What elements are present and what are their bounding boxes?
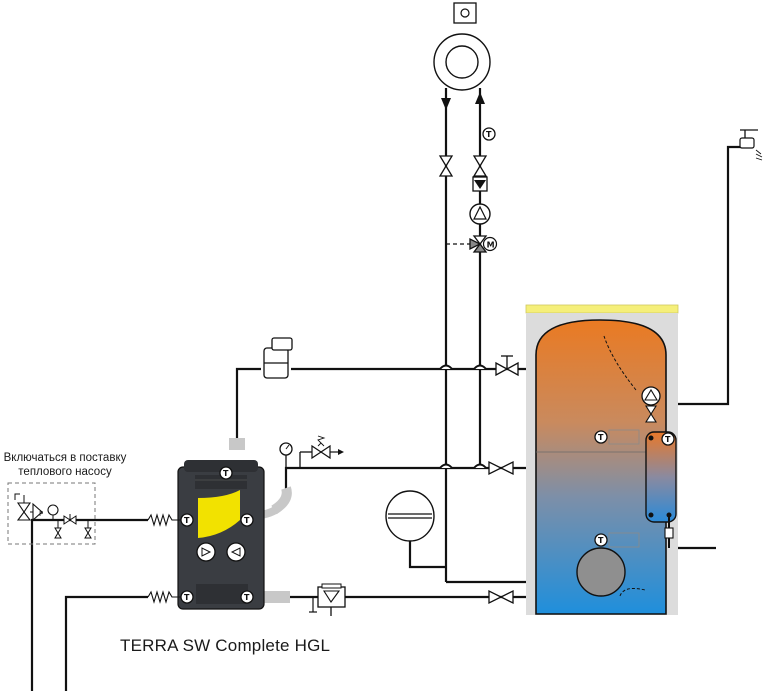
temperature-sensor-icon: T — [180, 590, 194, 604]
valve-icon[interactable] — [438, 155, 454, 177]
temperature-sensor-icon: T — [594, 430, 608, 444]
svg-text:T: T — [223, 469, 229, 478]
pressure-switch-icon: P — [32, 502, 43, 522]
svg-text:T: T — [184, 516, 190, 525]
filter-icon — [317, 583, 346, 616]
svg-text:T: T — [598, 536, 604, 545]
dhw-heat-exchanger — [645, 431, 677, 548]
svg-text:T: T — [184, 593, 190, 602]
flow-arrow-up-icon — [475, 92, 485, 104]
temperature-sensor-icon: T — [482, 127, 496, 141]
temperature-sensor-icon: T — [180, 513, 194, 527]
temperature-sensor-icon: T — [594, 533, 608, 547]
svg-text:T: T — [244, 593, 250, 602]
temperature-sensor-icon: T — [240, 590, 254, 604]
expansion-vessel-icon — [385, 490, 435, 542]
svg-text:P: P — [39, 510, 43, 518]
pump-icon[interactable] — [469, 203, 491, 225]
drain-valve-icon — [54, 520, 92, 539]
heat-pump-unit — [177, 438, 292, 610]
air-separator-icon — [263, 337, 293, 379]
pipe-crossings — [439, 364, 487, 469]
mixing-valve-icon[interactable]: M — [469, 235, 498, 253]
svg-text:T: T — [665, 435, 671, 444]
temperature-sensor-icon: T — [240, 513, 254, 527]
safety-valve-icon — [299, 435, 344, 468]
temperature-sensor-icon: T — [661, 432, 675, 446]
diagram-caption: TERRA SW Complete HGL — [120, 636, 331, 655]
svg-text:T: T — [598, 433, 604, 442]
pump-icon[interactable] — [641, 386, 661, 423]
motor-label: M — [487, 240, 495, 249]
tap-icon — [739, 129, 763, 161]
flow-arrow-down-icon — [441, 98, 451, 110]
radiator-icon — [433, 33, 491, 91]
valve-icon[interactable] — [488, 460, 514, 476]
temperature-sensor-icon: T — [219, 466, 233, 480]
drain-tap-icon — [309, 597, 317, 613]
svg-text:T: T — [244, 516, 250, 525]
safety-valve-icon — [14, 493, 38, 521]
check-valve-icon[interactable] — [472, 176, 488, 192]
flexible-hose-icon — [147, 513, 181, 604]
valve-icon[interactable] — [495, 355, 519, 377]
room-sensor-icon — [453, 2, 477, 24]
valve-icon[interactable] — [488, 589, 514, 605]
optional-supply-kit: P — [7, 482, 96, 545]
valve-icon[interactable] — [472, 155, 488, 177]
svg-text:T: T — [486, 130, 492, 139]
supply-scope-note: Включаться в поставку теплового насосу — [3, 452, 127, 478]
manometer-icon — [47, 504, 59, 520]
tank-heater-flange — [576, 547, 626, 597]
manometer-icon — [279, 442, 293, 468]
valve-icon — [63, 514, 77, 525]
